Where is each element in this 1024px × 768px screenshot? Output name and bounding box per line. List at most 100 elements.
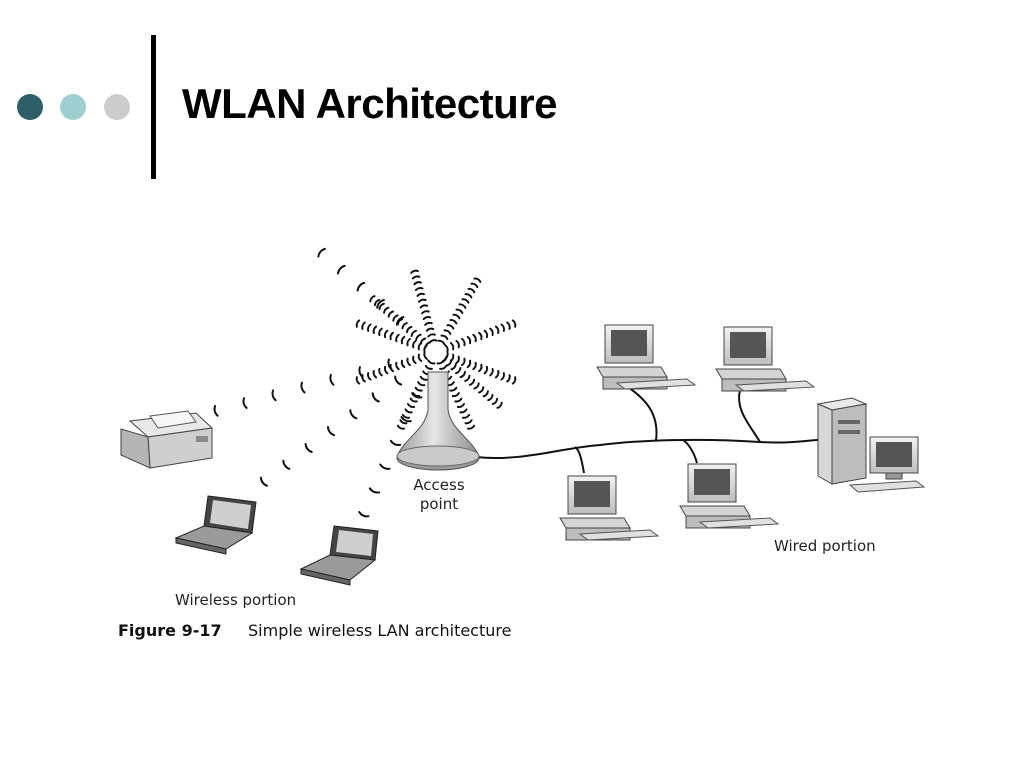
radio-wave-arc [440,334,449,340]
radio-wave-arc [378,302,385,310]
radio-wave-arc [494,370,500,379]
radio-wave-arc [419,304,429,309]
radio-wave-arc [383,306,390,314]
radio-wave-arc [458,303,467,309]
radio-wave-arc [395,333,400,343]
radio-wave-arc [423,351,428,360]
radio-wave-arc [500,323,505,332]
radio-wave-arc [436,359,445,365]
radio-wave-arc [361,374,366,383]
radio-wave-arc [461,413,471,419]
radio-wave-arc [483,329,489,339]
bullet-dot-1 [17,94,43,120]
radio-wave-arc [443,329,452,335]
radio-wave-arc [372,325,378,334]
radio-wave-arc [449,319,458,325]
radio-wave-arc [461,357,466,367]
radio-wave-arc [500,372,505,381]
radio-wave-arc [464,293,473,299]
wired-portion-label: Wired portion [774,537,876,555]
desktop-pc-icon-1 [596,324,697,390]
radio-wave-arc [455,308,464,314]
radio-wave-arc [355,376,361,385]
radio-wave-arc [389,331,394,341]
wired-backbone-cable [475,437,841,460]
figure-caption: Simple wireless LAN architecture [248,621,511,640]
radio-wave-arc [473,382,480,390]
radio-wave-arc [478,386,485,394]
radio-wave-arc [449,386,458,392]
radio-wave-arc [437,339,446,346]
radio-wave-arc [455,340,460,349]
radio-wave-arc [368,487,381,494]
radio-wave-arc [459,370,466,379]
radio-wave-arc [423,344,428,353]
radio-wave-arc [419,375,428,381]
radio-wave-arc [400,335,406,345]
access-point-icon [396,371,480,471]
radio-wave-arc [379,463,391,470]
cable-pc-top-left [624,384,658,441]
radio-wave-arc [415,333,422,341]
radio-wave-arc [282,459,291,470]
radio-wave-arc [464,419,473,425]
radio-wave-arc [427,333,436,338]
radio-wave-arc [454,397,463,403]
radio-wave-arc [242,397,248,409]
radio-wave-arc [466,335,472,345]
radio-wave-arc [478,331,483,341]
radio-wave-arc [478,363,483,373]
radio-wave-arc [396,424,405,430]
radio-wave-arc [327,426,336,437]
radio-wave-arc [400,416,412,423]
radio-waves [184,247,517,542]
radio-wave-arc [491,397,499,406]
radio-wave-arc [416,292,425,297]
radio-wave-arc [414,386,423,392]
radio-wave-arc [496,401,503,409]
radio-wave-arc [455,355,460,364]
radio-wave-arc [271,389,277,402]
radio-wave-arc [392,314,399,322]
radio-wave-arc [506,321,511,330]
radio-wave-arc [387,310,394,318]
cable-pc-bottom-right [682,439,698,464]
radio-wave-arc [355,319,361,328]
radio-wave-arc [413,281,422,286]
server-tower-icon [816,397,868,485]
radio-wave-arc [389,439,402,447]
radio-wave-arc [494,325,500,334]
radio-wave-arc [417,342,423,351]
laptop-icon-2 [299,525,379,586]
radio-wave-arc [349,409,358,420]
radio-wave-arc [395,316,405,326]
radio-wave-arc [461,298,470,304]
radio-wave-arc [387,358,393,371]
radio-wave-arc [395,361,400,371]
desktop-pc-icon-3 [559,475,660,541]
radio-wave-arc [461,337,466,347]
radio-wave-arc [372,370,378,379]
radio-wave-arc [451,392,460,398]
radio-wave-arc [483,365,489,375]
radio-wave-arc [418,298,427,303]
radio-wave-arc [482,390,489,398]
bullet-dot-2 [60,94,86,120]
radio-wave-arc [487,394,494,402]
radio-wave-arc [304,442,313,453]
radio-wave-arc [424,321,433,326]
radio-wave-arc [468,378,476,386]
radio-wave-arc [417,353,423,362]
radio-wave-arc [414,287,424,292]
radio-wave-arc [456,403,465,408]
radio-wave-arc [412,355,417,364]
radio-wave-arc [427,359,436,365]
radio-wave-arc [401,322,408,330]
radio-wave-arc [422,316,432,321]
radio-wave-arc [489,368,494,377]
radio-wave-arc [450,363,457,371]
radio-wave-arc [446,381,455,387]
access-point-label-line-2: point [420,495,458,513]
radio-wave-arc [445,359,453,367]
